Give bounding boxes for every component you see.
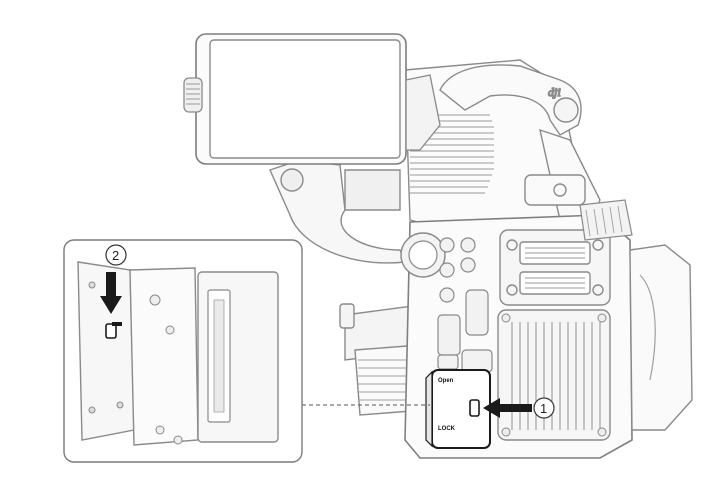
cooling-fins: [410, 114, 494, 194]
body-buttons: [437, 237, 493, 373]
monitor-hinge: [405, 74, 441, 151]
fan-grille: [579, 199, 633, 241]
step-1-callout: [533, 397, 555, 419]
step-2-number: 2: [112, 248, 119, 263]
rear-top-panel: [499, 229, 611, 306]
rear-heatsink: [497, 309, 611, 441]
monitor-dial: [183, 77, 203, 113]
flip-out-monitor: [183, 33, 441, 165]
arrow-step-2: [100, 272, 122, 314]
step-1-number: 1: [540, 401, 547, 416]
step-2-callout: [105, 244, 127, 266]
monitor-screen: [209, 39, 401, 159]
arrow-step-1: [483, 398, 532, 418]
gimbal-arm: [269, 159, 407, 264]
inset-detail: [63, 239, 303, 463]
port-cover: Open LOCK: [425, 369, 491, 449]
dial-ridges: [186, 83, 200, 105]
brand-logo: dji: [548, 85, 561, 99]
port-cover-label-top: Open: [438, 378, 454, 384]
inset-latch: [105, 323, 117, 339]
port-cover-label-bottom: LOCK: [438, 426, 456, 432]
side-grip: [629, 244, 693, 431]
port-cover-latch: [469, 399, 480, 417]
